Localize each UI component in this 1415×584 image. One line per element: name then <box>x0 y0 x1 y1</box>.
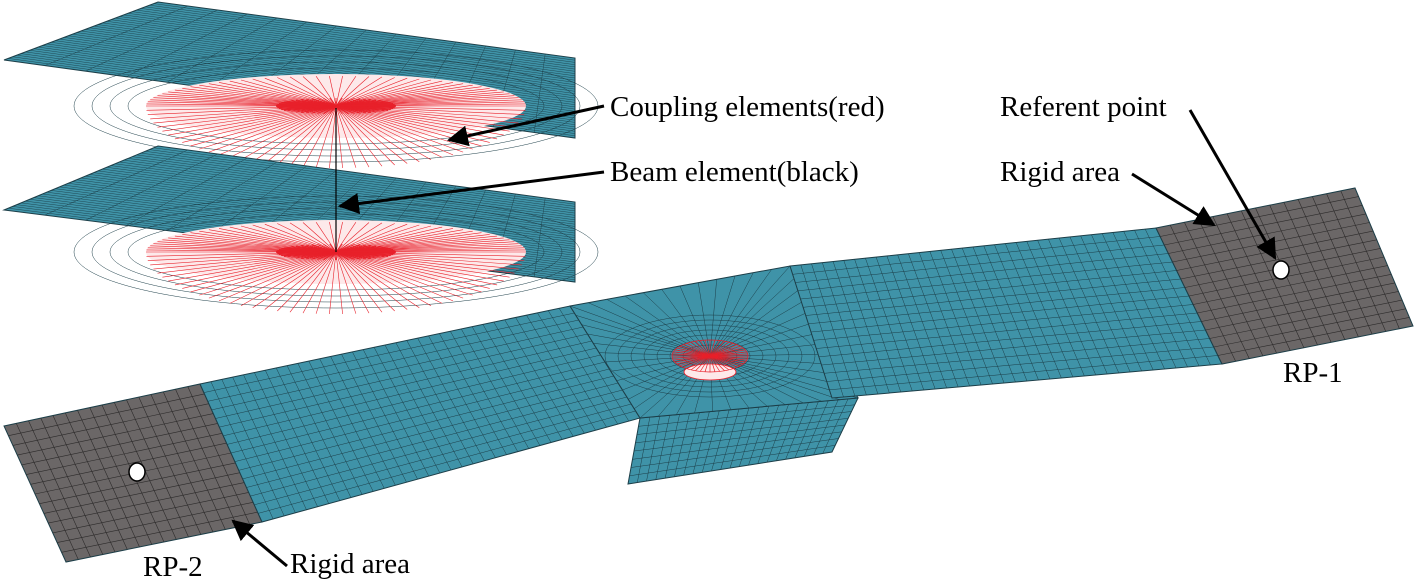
referent-label: Referent point <box>1000 91 1167 123</box>
rigid-left-label: Rigid area <box>290 548 410 580</box>
inset-exploded-view <box>2 1 599 315</box>
rp1-label: RP-1 <box>1283 357 1343 389</box>
right-adherend-mesh <box>792 228 1218 398</box>
main-specimen <box>3 187 1414 563</box>
rp2-label: RP-2 <box>143 551 203 583</box>
rigid-right-label: Rigid area <box>1000 156 1120 188</box>
coupling-arrow <box>446 104 605 147</box>
reference-point-rp1 <box>1272 260 1290 280</box>
rigid-left-arrow <box>231 519 288 568</box>
lower-tab-mesh <box>629 398 855 483</box>
rigid-right-mesh <box>1160 190 1410 362</box>
beam-arrow <box>337 170 605 214</box>
beam-label: Beam element(black) <box>610 156 859 188</box>
rigid-right-arrow <box>1131 172 1216 227</box>
referent-arrow <box>1188 109 1277 260</box>
left-adherend-mesh <box>203 308 636 520</box>
coupling-label: Coupling elements(red) <box>610 91 885 123</box>
reference-point-rp2 <box>128 462 146 482</box>
rigid-left-mesh <box>8 386 258 560</box>
left-adherend <box>199 305 641 523</box>
main-coupling-elements <box>671 339 749 373</box>
inset-upper-coupling <box>73 49 599 169</box>
annotations: Coupling elements(red) Beam element(blac… <box>143 91 1343 583</box>
